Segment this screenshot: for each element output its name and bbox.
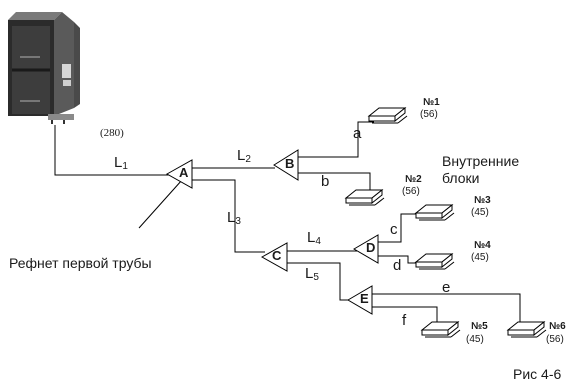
refnet-a-label: A (179, 165, 189, 180)
indoor-unit-6 (507, 321, 547, 338)
segment-l5-label: L5 (305, 265, 319, 283)
indoor-unit-4 (415, 253, 455, 270)
branch-f-label: f (402, 312, 407, 329)
branch-c-label: c (390, 221, 398, 238)
indoor-unit-1-number: №1 (423, 97, 440, 108)
indoor-unit-2-number: №2 (405, 174, 422, 185)
indoor-unit-1-capacity: (56) (420, 109, 438, 120)
branch-d-label: d (393, 257, 402, 274)
indoor-unit-4-capacity: (45) (471, 252, 489, 263)
indoor-unit-1 (368, 107, 408, 124)
branch-e-label: e (442, 279, 451, 296)
refnet-e-label: E (360, 291, 369, 306)
segment-l1-label: L1 (114, 154, 128, 172)
indoor-unit-3 (415, 204, 455, 221)
indoor-unit-5-number: №5 (471, 321, 488, 332)
indoor-unit-4-number: №4 (474, 240, 491, 251)
first-refnet-label: Рефнет первой трубы (9, 255, 152, 271)
segment-l4-label: L4 (307, 229, 321, 247)
pipe-lines (54, 121, 521, 322)
branch-a-label: a (353, 125, 362, 142)
refnet-e-shape (347, 285, 373, 315)
indoor-units-label: Внутренние блоки (442, 153, 520, 186)
indoor-unit-2 (345, 189, 385, 206)
indoor-unit-2-capacity: (56) (402, 186, 420, 197)
indoor-unit-5 (421, 321, 461, 338)
indoor-unit-3-capacity: (45) (471, 207, 489, 218)
refnet-b-label: B (285, 156, 295, 171)
branch-b-label: b (321, 173, 330, 190)
indoor-unit-3-number: №3 (474, 195, 491, 206)
indoor-unit-6-capacity: (56) (546, 334, 564, 345)
indoor-unit-5-capacity: (45) (466, 334, 484, 345)
outdoor-capacity: (280) (100, 127, 124, 139)
indoor-unit-6-number: №6 (549, 321, 566, 332)
segment-l2-label: L2 (237, 147, 251, 165)
refnet-c-label: C (272, 248, 282, 263)
refnet-d-shape (353, 234, 379, 264)
refnet-a-shape (165, 159, 193, 189)
refnet-d-label: D (366, 240, 376, 255)
outdoor-unit (8, 12, 80, 124)
refnet-b-shape (273, 149, 299, 181)
figure-caption: Рис 4-6 (513, 366, 562, 382)
refnet-c-shape (260, 242, 288, 272)
segment-l3-label: L3 (227, 209, 241, 227)
